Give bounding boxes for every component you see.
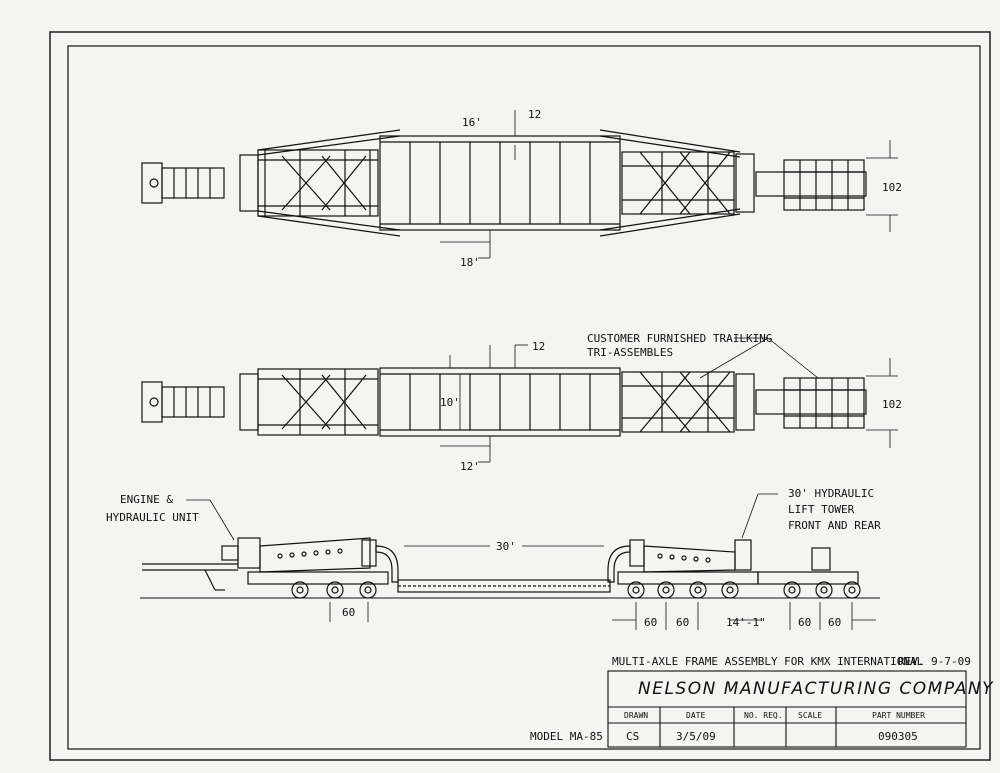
revision: REV. 9-7-09: [898, 655, 971, 668]
top-dim-12: 12: [528, 108, 541, 121]
inner-border: [67, 45, 981, 750]
tb-val-date: 3/5/09: [676, 730, 716, 743]
callout-customer-line1: CUSTOMER FURNISHED TRAILKING: [587, 332, 772, 345]
title-block: [607, 670, 967, 748]
dim-r3: 14'-1": [726, 616, 766, 629]
tb-val-part: 090305: [878, 730, 918, 743]
tb-head-noreq: NO. REQ.: [744, 711, 783, 720]
dim-r5: 60: [828, 616, 841, 629]
callout-engine-line2: HYDRAULIC UNIT: [106, 511, 199, 524]
callout-tower-line1: 30' HYDRAULIC: [788, 487, 874, 500]
top-dim-16: 16': [462, 116, 482, 129]
tb-val-drawn: CS: [626, 730, 639, 743]
mid-dim-12: 12: [532, 340, 545, 353]
dim-r1: 60: [644, 616, 657, 629]
side-elevation: [140, 493, 880, 630]
mid-dim-10: 10': [440, 396, 460, 409]
top-width-102: 102: [882, 181, 902, 194]
dim-r4: 60: [798, 616, 811, 629]
span-dim-30: 30': [496, 540, 516, 553]
tb-head-date: DATE: [686, 711, 705, 720]
dim-r2: 60: [676, 616, 689, 629]
tb-head-part: PART NUMBER: [872, 711, 925, 720]
callout-tower-line3: FRONT AND REAR: [788, 519, 881, 532]
drawing-description: MULTI-AXLE FRAME ASSEMBLY FOR KMX INTERN…: [612, 655, 924, 668]
mid-width-102: 102: [882, 398, 902, 411]
plan-view-middle: [141, 337, 898, 463]
model-label: MODEL MA-85: [530, 730, 603, 743]
outer-border: [49, 31, 991, 761]
plan-view-top: [141, 110, 898, 259]
tb-head-drawn: DRAWN: [624, 711, 648, 720]
dim-left-60: 60: [342, 606, 355, 619]
callout-engine-line1: ENGINE &: [120, 493, 173, 506]
callout-tower-line2: LIFT TOWER: [788, 503, 855, 516]
top-dim-18: 18': [460, 256, 480, 269]
mid-dim-12-lower: 12': [460, 460, 480, 473]
callout-customer-line2: TRI-ASSEMBLES: [587, 346, 673, 359]
company-name: NELSON MANUFACTURING COMPANY: [638, 679, 994, 699]
tb-head-scale: SCALE: [798, 711, 822, 720]
